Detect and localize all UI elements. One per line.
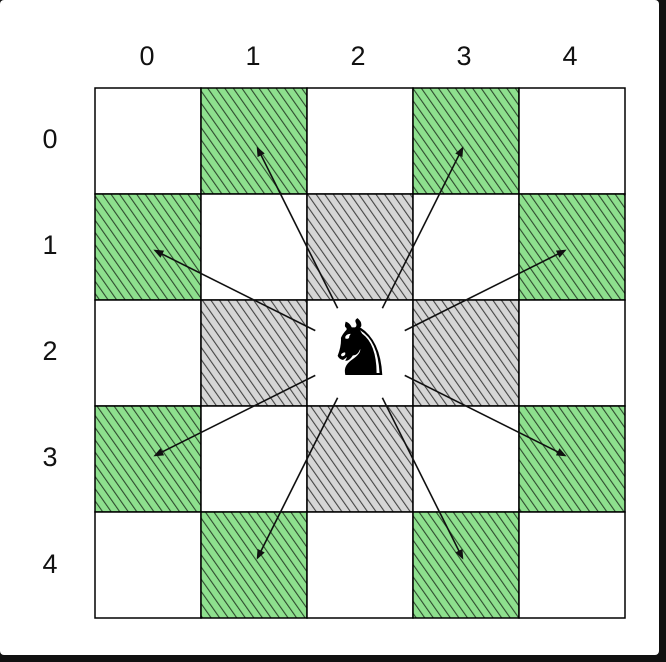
- board-cell-blocked-1-2: [306, 193, 414, 301]
- row-label-0: 0: [42, 124, 58, 154]
- row-label-2: 2: [42, 336, 58, 366]
- board-cell-move-target-3-0: [94, 405, 202, 513]
- board-cell-blocked-2-3: [412, 299, 520, 407]
- column-label-1: 1: [245, 41, 261, 71]
- row-label-1: 1: [42, 230, 58, 260]
- row-label-3: 3: [42, 442, 58, 472]
- row-label-4: 4: [42, 549, 58, 579]
- board-cell-empty-4-4: [518, 511, 626, 619]
- move-arrow-3-0: [153, 374, 316, 457]
- chess-board: ♞: [94, 87, 626, 619]
- move-arrow-4-1: [256, 397, 339, 560]
- board-cell-blocked-3-2: [306, 405, 414, 513]
- board-cell-empty-0-2: [306, 87, 414, 195]
- diagram-canvas: 0 1 2 3 4 0 1 2 3 4 ♞: [0, 0, 659, 655]
- board-cell-move-target-4-3: [412, 511, 520, 619]
- move-arrow-0-1: [256, 146, 339, 309]
- board-cell-move-target-4-1: [200, 511, 308, 619]
- board-cell-move-target-3-4: [518, 405, 626, 513]
- board-cell-empty-4-0: [94, 511, 202, 619]
- board-cell-empty-4-2: [306, 511, 414, 619]
- board-cell-move-target-1-0: [94, 193, 202, 301]
- board-cell-empty-2-0: [94, 299, 202, 407]
- column-label-4: 4: [562, 41, 578, 71]
- column-label-0: 0: [139, 41, 155, 71]
- board-cell-empty-2-4: [518, 299, 626, 407]
- knight-icon: ♞: [325, 304, 395, 394]
- board-cell-empty-1-3: [412, 193, 520, 301]
- board-cell-move-target-0-3: [412, 87, 520, 195]
- board-cell-empty-3-3: [412, 405, 520, 513]
- move-arrow-1-0: [153, 249, 316, 332]
- board-cell-empty-0-0: [94, 87, 202, 195]
- board-cell-blocked-2-1: [200, 299, 308, 407]
- board-cell-empty-0-4: [518, 87, 626, 195]
- board-cell-move-target-1-4: [518, 193, 626, 301]
- move-arrow-3-4: [404, 374, 567, 457]
- move-arrow-1-4: [404, 249, 567, 332]
- board-cell-move-target-0-1: [200, 87, 308, 195]
- move-arrow-0-3: [381, 146, 464, 309]
- board-cell-empty-3-1: [200, 405, 308, 513]
- column-label-2: 2: [350, 41, 366, 71]
- board-cell-empty-1-1: [200, 193, 308, 301]
- column-label-3: 3: [456, 41, 472, 71]
- move-arrow-4-3: [381, 397, 464, 560]
